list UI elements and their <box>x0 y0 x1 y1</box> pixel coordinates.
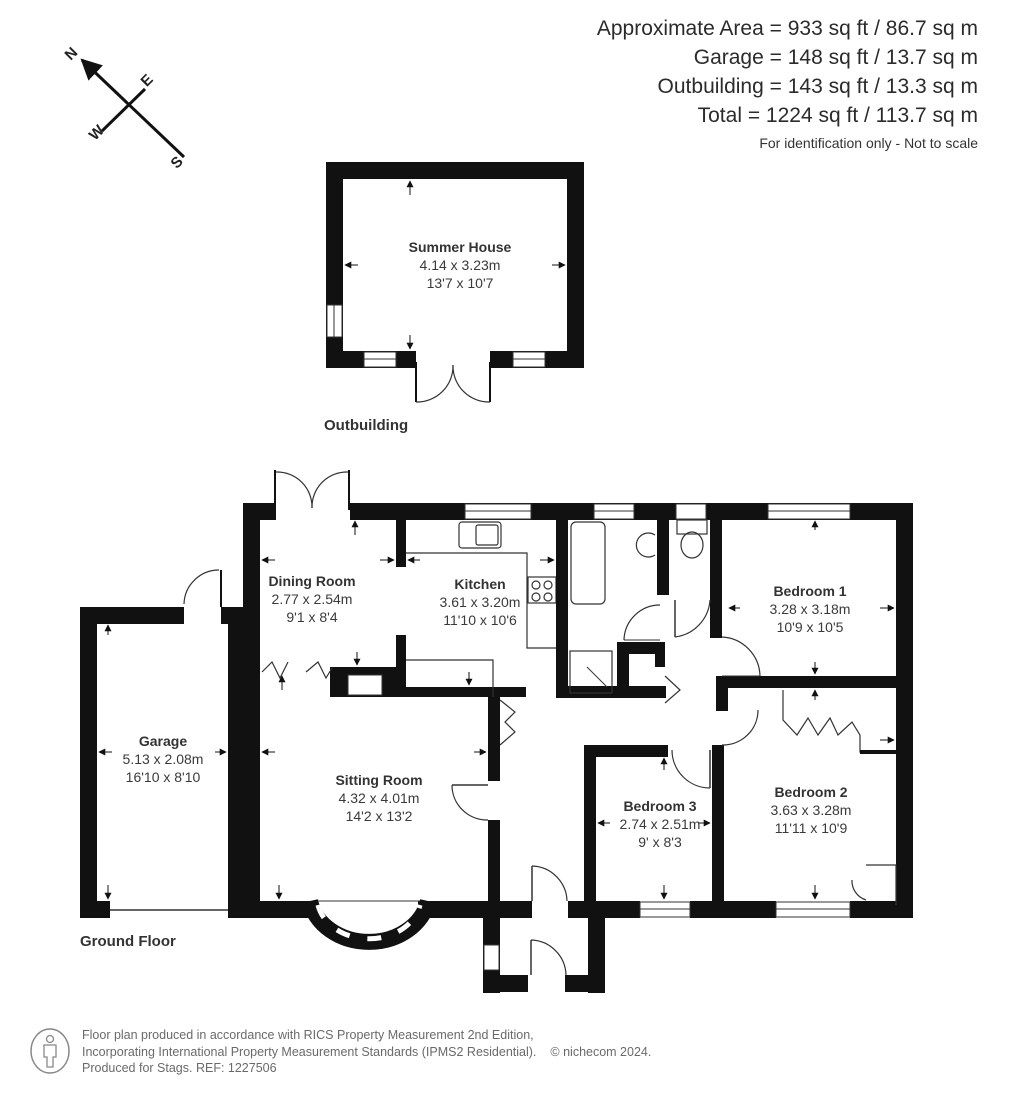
room-metric: 2.74 x 2.51m <box>620 816 701 832</box>
room-imperial: 11'10 x 10'6 <box>443 612 517 628</box>
total-area: Total = 1224 sq ft / 113.7 sq m <box>697 104 978 127</box>
room-name: Sitting Room <box>335 772 422 788</box>
room-name: Bedroom 1 <box>773 583 846 599</box>
room-kitchen: Kitchen 3.61 x 3.20m 11'10 x 10'6 <box>440 576 521 628</box>
compass-north-label: N <box>62 44 82 64</box>
outbuilding-area: Outbuilding = 143 sq ft / 13.3 sq m <box>657 75 978 98</box>
ground-floor-label: Ground Floor <box>80 933 176 950</box>
person-icon <box>30 1028 70 1074</box>
compass-west-label: W <box>86 121 109 144</box>
room-bedroom-2: Bedroom 2 3.63 x 3.28m 11'11 x 10'9 <box>771 784 852 836</box>
room-imperial: 14'2 x 13'2 <box>346 808 413 824</box>
footer-line-1: Floor plan produced in accordance with R… <box>82 1028 534 1042</box>
area-summary: Approximate Area = 933 sq ft / 86.7 sq m… <box>597 14 978 156</box>
footer-line-3: Produced for Stags. REF: 1227506 <box>82 1061 277 1075</box>
room-name: Kitchen <box>454 576 505 592</box>
room-metric: 4.14 x 3.23m <box>420 257 501 273</box>
room-summer-house: Summer House 4.14 x 3.23m 13'7 x 10'7 <box>409 239 512 291</box>
approximate-area: Approximate Area = 933 sq ft / 86.7 sq m <box>596 17 978 40</box>
room-garage: Garage 5.13 x 2.08m 16'10 x 8'10 <box>123 733 204 785</box>
outbuilding-label: Outbuilding <box>324 417 408 434</box>
room-bedroom-1: Bedroom 1 3.28 x 3.18m 10'9 x 10'5 <box>770 583 851 635</box>
room-imperial: 9' x 8'3 <box>638 834 682 850</box>
room-metric: 2.77 x 2.54m <box>272 591 353 607</box>
room-name: Summer House <box>409 239 512 255</box>
room-name: Garage <box>139 733 187 749</box>
copyright: © nichecom 2024. <box>550 1044 652 1059</box>
room-imperial: 9'1 x 8'4 <box>286 609 337 625</box>
room-metric: 3.63 x 3.28m <box>771 802 852 818</box>
footer: Floor plan produced in accordance with R… <box>82 1027 651 1077</box>
room-metric: 4.32 x 4.01m <box>339 790 420 806</box>
room-metric: 3.61 x 3.20m <box>440 594 521 610</box>
room-bedroom-3: Bedroom 3 2.74 x 2.51m 9' x 8'3 <box>620 798 701 850</box>
room-imperial: 11'11 x 10'9 <box>775 820 848 836</box>
room-name: Bedroom 2 <box>774 784 847 800</box>
room-metric: 5.13 x 2.08m <box>123 751 204 767</box>
room-imperial: 10'9 x 10'5 <box>777 619 844 635</box>
room-sitting-room: Sitting Room 4.32 x 4.01m 14'2 x 13'2 <box>335 772 422 824</box>
room-imperial: 13'7 x 10'7 <box>427 275 494 291</box>
scale-note: For identification only - Not to scale <box>759 135 978 151</box>
room-dining-room: Dining Room 2.77 x 2.54m 9'1 x 8'4 <box>268 573 355 625</box>
room-name: Bedroom 3 <box>623 798 696 814</box>
garage-area: Garage = 148 sq ft / 13.7 sq m <box>693 46 978 69</box>
compass-icon: N E W S <box>62 44 187 172</box>
footer-line-2: Incorporating International Property Mea… <box>82 1044 537 1059</box>
outbuilding-plan <box>326 162 584 403</box>
ground-floor-plan <box>80 470 913 993</box>
room-imperial: 16'10 x 8'10 <box>126 769 201 785</box>
room-name: Dining Room <box>268 573 355 589</box>
compass-east-label: E <box>138 71 157 90</box>
room-metric: 3.28 x 3.18m <box>770 601 851 617</box>
